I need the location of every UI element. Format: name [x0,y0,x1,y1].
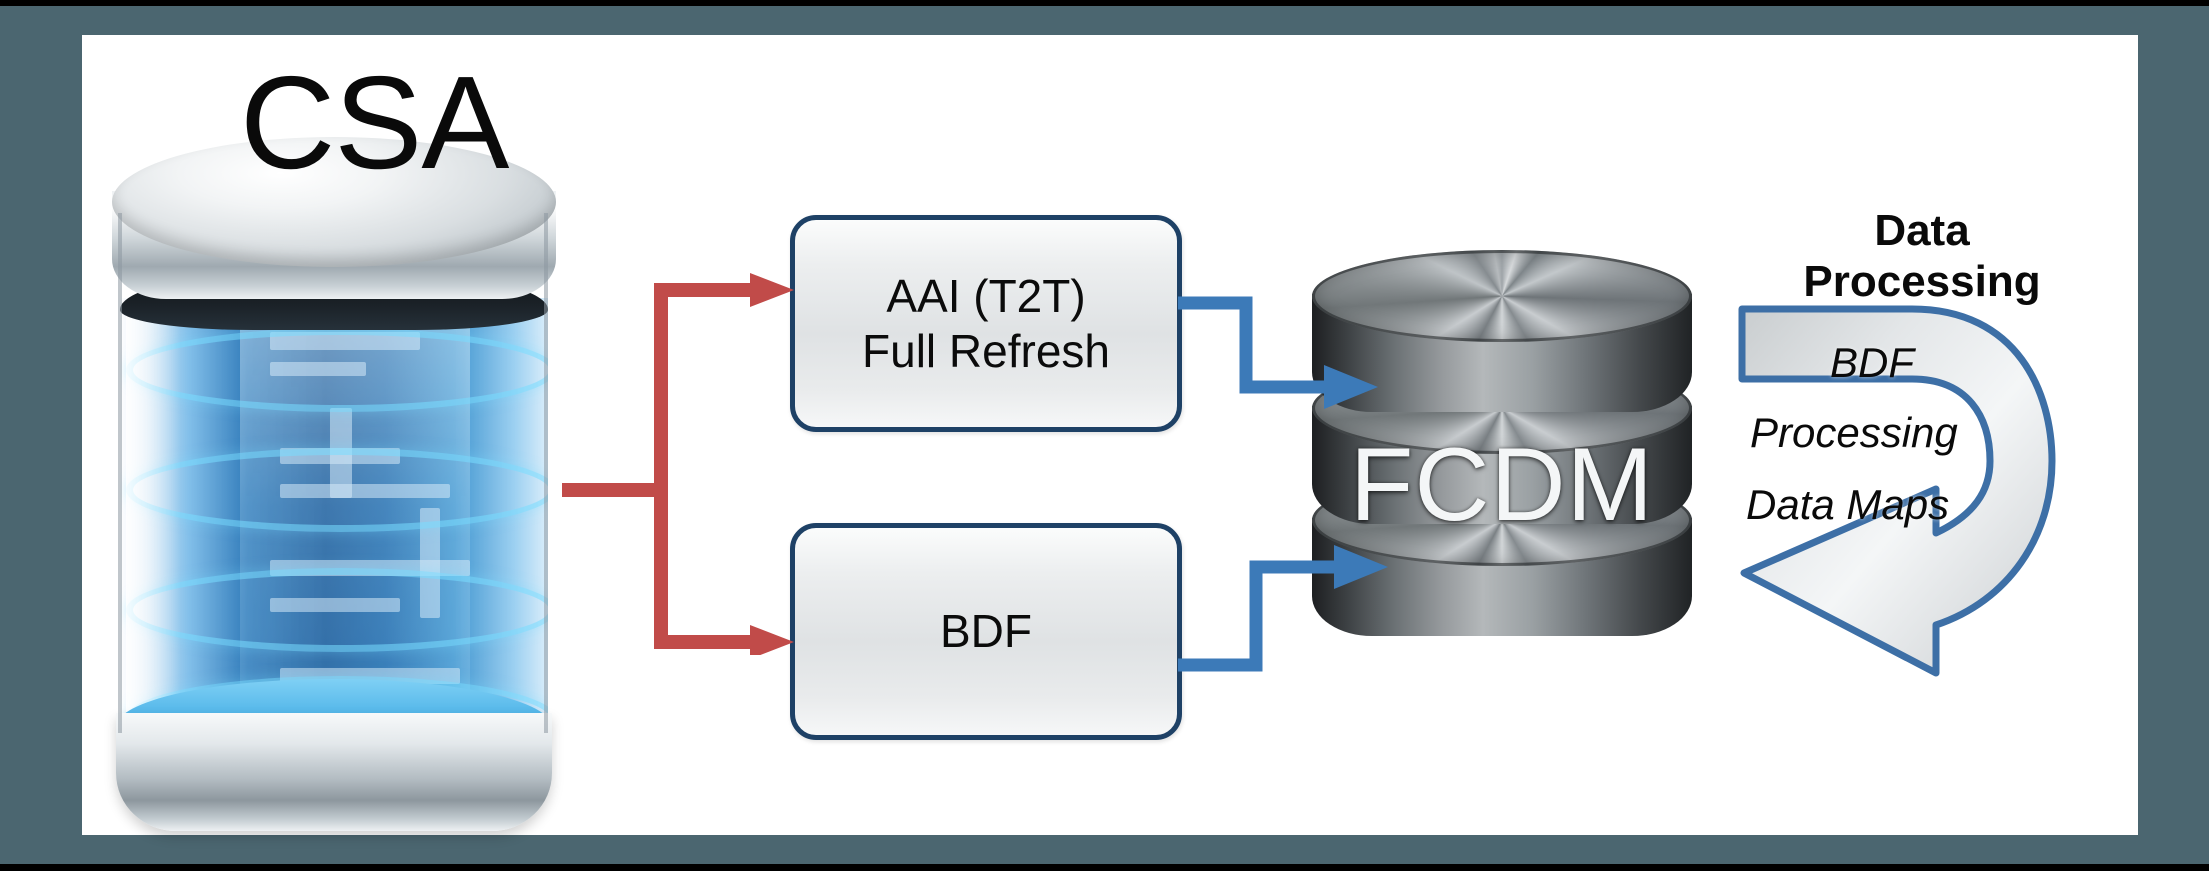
source-branch-connector [562,273,794,655]
fcdm-label: FCDM [1349,427,1655,543]
diagram-canvas: CSA AAI (T2T) Full Refresh [82,35,2138,835]
process-box-bdf[interactable]: BDF [790,523,1182,740]
curved-u-turn-arrow-icon [1738,305,2056,677]
data-processing-line-2: Processing [1750,409,1958,456]
aai-line1: AAI (T2T) [886,270,1086,323]
aai-line2: Full Refresh [862,324,1110,377]
data-processing-line-3: Data Maps [1746,481,1950,528]
data-processing-line-1: BDF [1830,339,1914,386]
fcdm-disc-top [1312,250,1692,418]
csa-lid [112,137,556,267]
csa-database-icon: CSA [90,57,578,835]
process-box-aai[interactable]: AAI (T2T) Full Refresh [790,215,1182,432]
csa-label: CSA [240,49,509,196]
csa-outline-left [118,213,122,733]
process-to-target-connectors [1178,296,1388,672]
data-processing-annotation: Data Processing BDF Processing Data M [1722,205,2122,677]
process-box-aai-label: AAI (T2T) Full Refresh [862,269,1110,378]
csa-base-ring [116,713,552,831]
data-processing-heading: Data Processing [1722,205,2122,307]
data-processing-heading-line1: Data [1874,206,1970,255]
csa-outline-right [544,213,548,733]
fcdm-database-icon: FCDM [1312,250,1692,640]
process-box-bdf-label: BDF [940,605,1032,658]
data-processing-heading-line2: Processing [1803,257,2041,307]
